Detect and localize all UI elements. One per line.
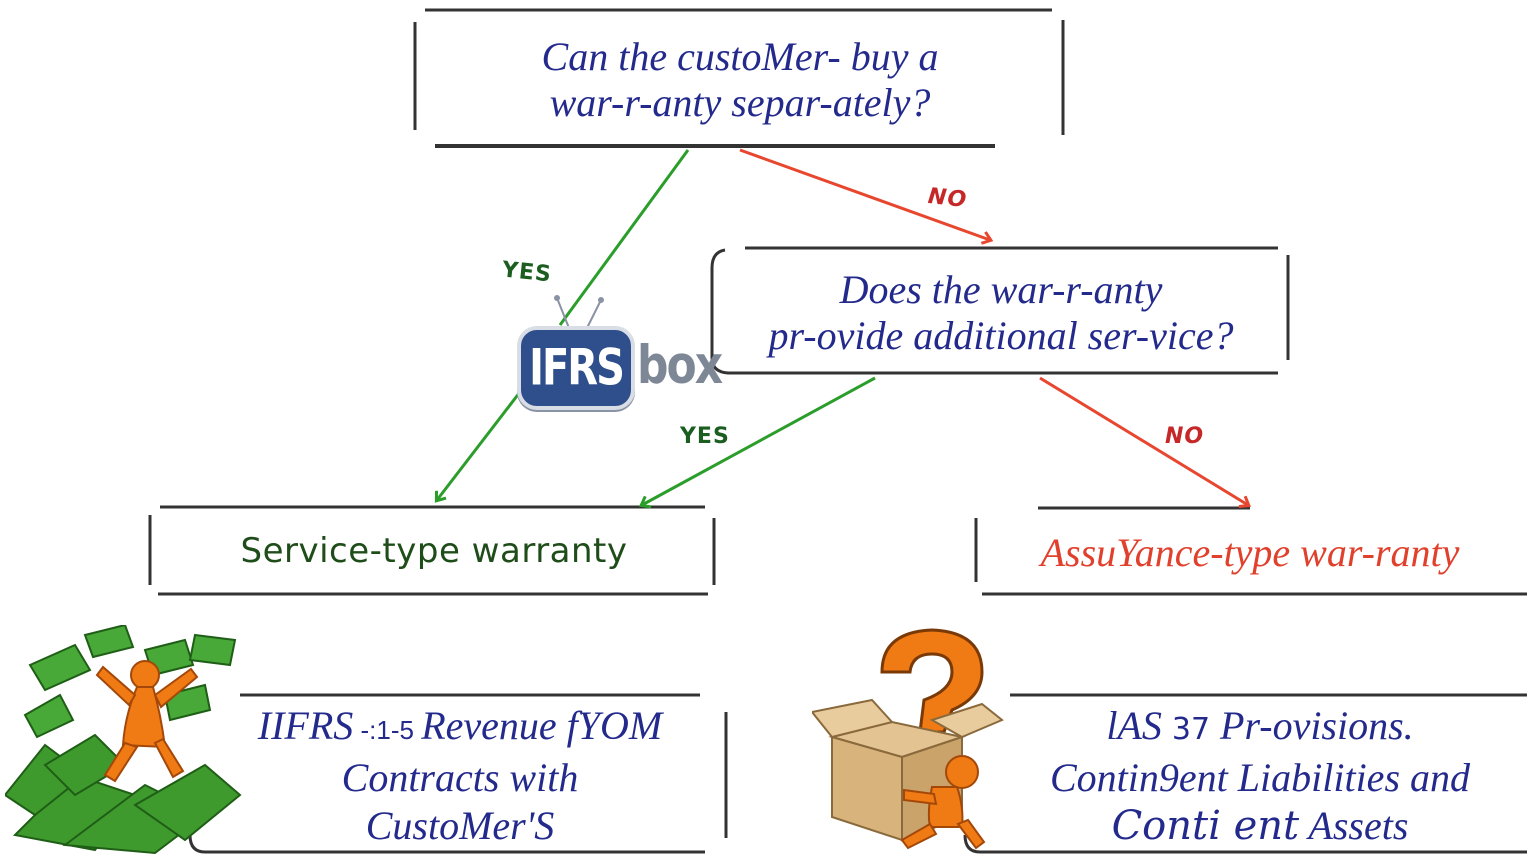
edge-label-yes-2: YES [680, 424, 730, 449]
ifrs15-border [188, 693, 728, 854]
question1-line1: Can the custoMer- buy a [541, 34, 939, 79]
question1-border [413, 8, 1065, 148]
ifrsbox-logo: IFRS box [505, 290, 723, 415]
assurance-border [974, 506, 1527, 596]
question2-line1: Does the war-r-anty [839, 267, 1163, 312]
question2-border [710, 246, 1290, 375]
service-warranty-box: Service-type warranty [158, 512, 710, 590]
arrow-q2-no [1039, 376, 1248, 505]
person-with-question-box-icon [812, 628, 1004, 850]
ias37-line3-b: Assets [1299, 803, 1409, 848]
ifrs15-line2: Contracts with [341, 755, 579, 800]
arrow-q1-yes [558, 149, 690, 326]
ifrs15-line3: CustoMer'S [365, 803, 555, 848]
ias37-number: 37 [1171, 712, 1211, 747]
ias37-box: lAS 37 Pr-ovisions. Contin9ent Liabiliti… [1000, 702, 1520, 850]
ifrs15-title-tail: Revenue fYOM [421, 703, 663, 748]
ifrs15-number: -:1-5 [353, 715, 422, 745]
logo-tv-icon: IFRS [517, 326, 635, 410]
ias37-line3: Conti ent Assets [1112, 802, 1409, 850]
arrow-q2-yes [642, 376, 876, 505]
edge-label-no-1: NO [926, 184, 969, 213]
edge-label-yes-1: YES [500, 257, 553, 288]
logo-tv-text: IFRS [529, 339, 625, 397]
question2-line2: pr-ovide additional ser-vice? [768, 313, 1234, 358]
antenna-icon [554, 295, 604, 329]
assurance-warranty-box: AssuYance-type war-ranty [980, 512, 1520, 592]
question1-box: Can the custoMer- buy a war-r-anty separ… [420, 20, 1060, 140]
ias37-border [963, 693, 1527, 854]
arrow-q1-no [739, 148, 990, 240]
edge-label-no-2: NO [1165, 424, 1205, 449]
ias37-line2: Contin9ent Liabilities and [1049, 755, 1471, 800]
question1-line2: war-r-anty separ-ately? [549, 80, 931, 125]
ias37-title-tail: Pr-ovisions. [1210, 703, 1414, 748]
assurance-warranty-label: AssuYance-type war-ranty [1040, 529, 1460, 575]
logo-box-text: box [637, 334, 723, 397]
ifrs15-line1: IIFRS -:1-5 Revenue fYOM [258, 702, 662, 754]
question2-box: Does the war-r-anty pr-ovide additional … [716, 256, 1286, 370]
ias37-title: lAS [1106, 703, 1172, 748]
ias37-line3-a: Conti ent [1111, 803, 1300, 849]
ias37-line1: lAS 37 Pr-ovisions. [1106, 702, 1413, 754]
ifrs15-prefix: I [257, 703, 272, 748]
arrow-q1-yes-lower [437, 391, 522, 500]
service-warranty-label: Service-type warranty [240, 531, 628, 571]
ifrs15-title: IFRS [271, 703, 354, 748]
service-border [148, 505, 716, 596]
ifrs15-box: IIFRS -:1-5 Revenue fYOM Contracts with … [200, 702, 720, 848]
person-with-money-icon [5, 625, 242, 855]
